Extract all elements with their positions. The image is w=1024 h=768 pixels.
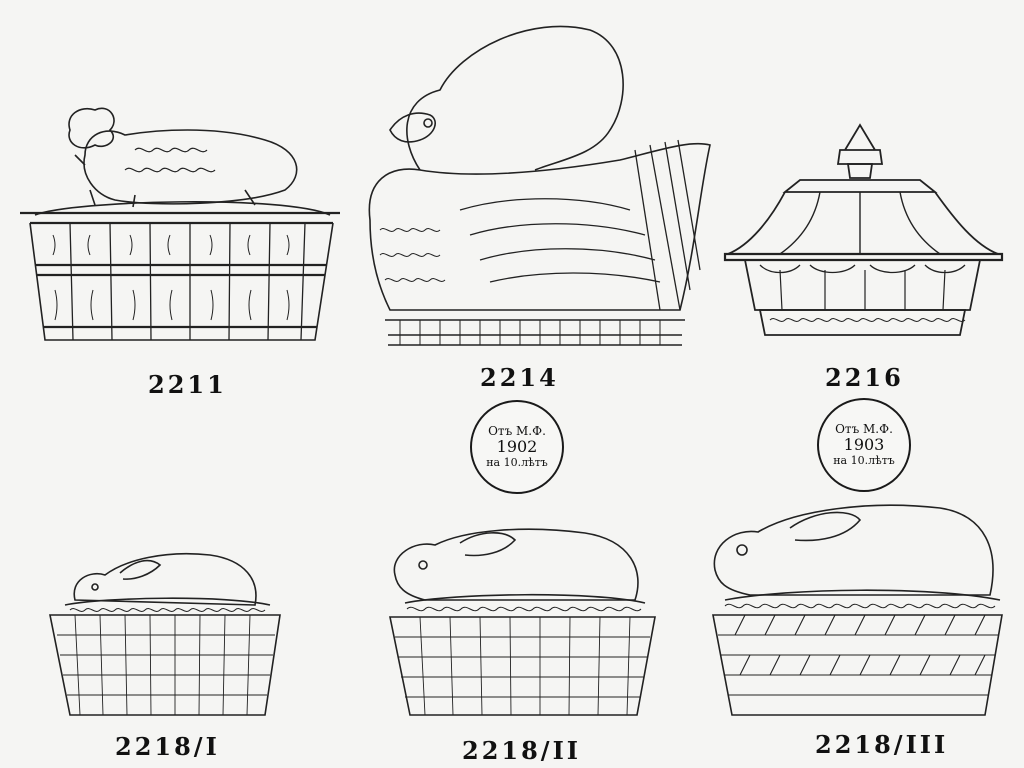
registration-stamp-1902: Отъ М.Ф. 1902 на 10.лѣтъ <box>470 400 564 494</box>
stamp-year: 1903 <box>843 435 885 455</box>
registration-stamp-1903: Отъ М.Ф. 1903 на 10.лѣтъ <box>817 398 911 492</box>
covered-dish-drawing <box>723 123 1004 336</box>
figure-rabbit-medium <box>385 525 660 725</box>
rabbit-medium-drawing <box>389 528 656 716</box>
figure-swan <box>360 20 715 350</box>
rabbit-large-drawing <box>712 504 1003 716</box>
rabbit-small-drawing <box>49 552 281 716</box>
stamp-line3: на 10.лѣтъ <box>833 453 895 467</box>
figure-rabbit-large <box>710 500 1005 725</box>
figure-covered-dish <box>720 120 1005 350</box>
item-number-2218-ii: 2218/II <box>462 736 582 765</box>
stamp-line1: Отъ М.Ф. <box>488 423 546 438</box>
stamp-year: 1902 <box>496 437 538 457</box>
figure-rabbit-small <box>45 545 285 725</box>
item-number-2218-iii: 2218/III <box>815 730 949 759</box>
item-number-2214: 2214 <box>480 363 559 392</box>
swan-drawing <box>368 25 711 346</box>
lamb-tub-drawing <box>20 107 340 341</box>
stamp-line3: на 10.лѣтъ <box>486 455 548 469</box>
item-number-2211: 2211 <box>148 370 227 399</box>
item-number-2216: 2216 <box>825 363 904 392</box>
figure-lamb-tub <box>15 95 345 355</box>
item-number-2218-i: 2218/I <box>115 732 220 761</box>
stamp-line1: Отъ М.Ф. <box>835 421 893 436</box>
